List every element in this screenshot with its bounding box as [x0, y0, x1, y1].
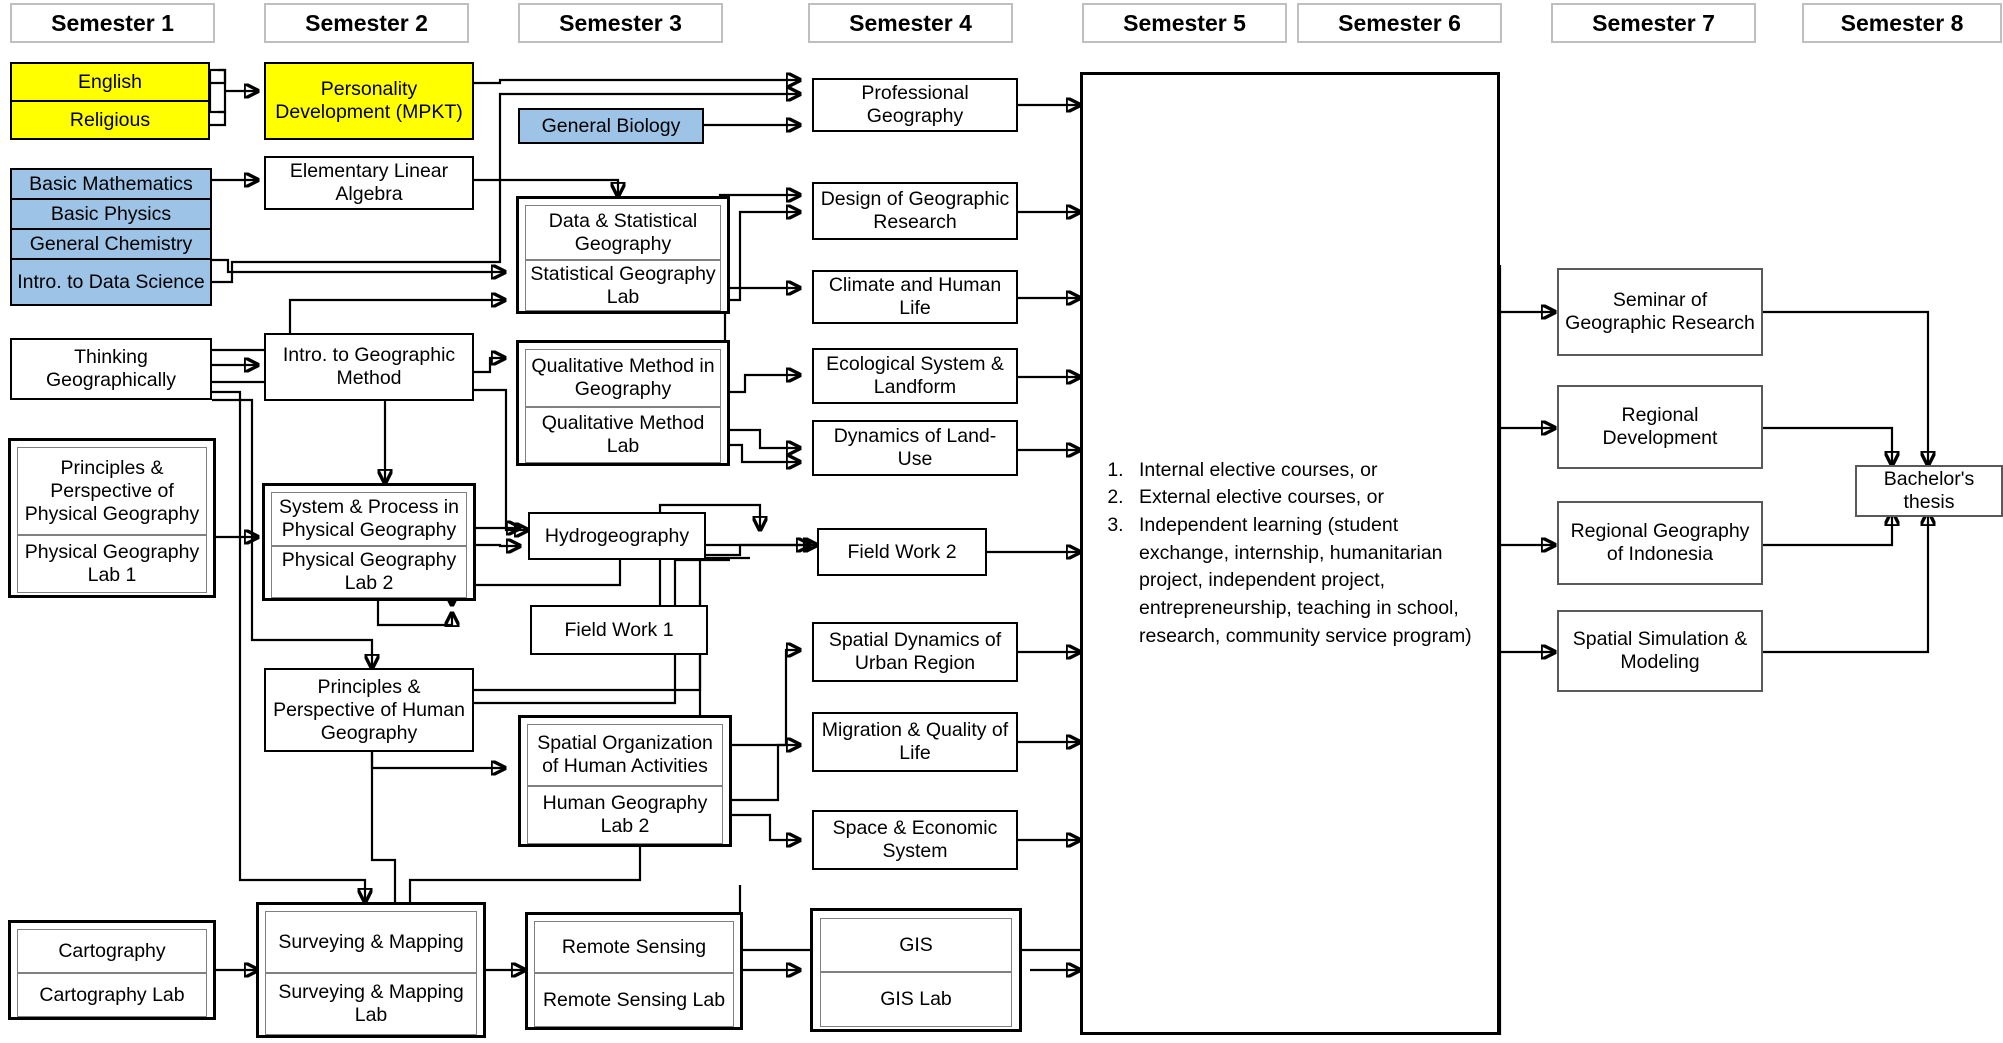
course-thinking-geographically[interactable]: Thinking Geographically: [10, 338, 212, 400]
course-surveying-mapping-lab[interactable]: Surveying & Mapping Lab: [265, 973, 477, 1035]
group-remote-sensing: Remote Sensing Remote Sensing Lab: [525, 912, 743, 1030]
elective-item-1: Internal elective courses, or: [1129, 457, 1479, 485]
course-elementary-linear-algebra[interactable]: Elementary Linear Algebra: [264, 156, 474, 210]
group-surveying-mapping: Surveying & Mapping Surveying & Mapping …: [256, 902, 486, 1038]
semester-header-6: Semester 6: [1297, 3, 1502, 43]
course-physical-geography-lab-2[interactable]: Physical Geography Lab 2: [271, 546, 467, 598]
course-general-chemistry[interactable]: General Chemistry: [10, 228, 212, 260]
group-qualitative-method: Qualitative Method in Geography Qualitat…: [516, 340, 730, 466]
group-statistical-geography: Data & Statistical Geography Statistical…: [516, 196, 730, 314]
semester-header-1: Semester 1: [10, 3, 215, 43]
course-qualitative-method-in-geography[interactable]: Qualitative Method in Geography: [525, 349, 721, 407]
course-gis[interactable]: GIS: [820, 918, 1012, 972]
group-physical-geography-s1: Principles & Perspective of Physical Geo…: [8, 438, 216, 598]
course-cartography-lab[interactable]: Cartography Lab: [17, 973, 207, 1017]
course-regional-development[interactable]: Regional Development: [1557, 385, 1763, 469]
course-ecological-system-landform[interactable]: Ecological System & Landform: [812, 348, 1018, 404]
semester-header-4: Semester 4: [808, 3, 1013, 43]
course-professional-geography[interactable]: Professional Geography: [812, 78, 1018, 132]
course-statistical-geography-lab[interactable]: Statistical Geography Lab: [525, 260, 721, 311]
course-hydrogeography[interactable]: Hydrogeography: [528, 512, 706, 560]
course-religious[interactable]: Religious: [10, 100, 210, 140]
course-design-geographic-research[interactable]: Design of Geographic Research: [812, 182, 1018, 240]
course-principles-perspective-human-geography[interactable]: Principles & Perspective of Human Geogra…: [264, 668, 474, 752]
course-remote-sensing[interactable]: Remote Sensing: [534, 921, 734, 973]
course-qualitative-method-lab[interactable]: Qualitative Method Lab: [525, 407, 721, 463]
course-field-work-1[interactable]: Field Work 1: [530, 605, 708, 655]
course-gis-lab[interactable]: GIS Lab: [820, 972, 1012, 1027]
group-cartography: Cartography Cartography Lab: [8, 920, 216, 1020]
course-english[interactable]: English: [10, 62, 210, 102]
elective-item-3: Independent learning (student exchange, …: [1129, 512, 1479, 650]
semester-header-8: Semester 8: [1802, 3, 2002, 43]
elective-list: Internal elective courses, or External e…: [1083, 457, 1497, 651]
group-human-geography-s3: Spatial Organization of Human Activities…: [518, 715, 732, 847]
course-field-work-2[interactable]: Field Work 2: [817, 528, 987, 576]
course-seminar-geographic-research[interactable]: Seminar of Geographic Research: [1557, 268, 1763, 356]
course-spatial-dynamics-urban-region[interactable]: Spatial Dynamics of Urban Region: [812, 622, 1018, 682]
course-bachelors-thesis[interactable]: Bachelor's thesis: [1855, 465, 2003, 517]
course-spatial-organization-human-activities[interactable]: Spatial Organization of Human Activities: [527, 724, 723, 786]
semester-header-5: Semester 5: [1082, 3, 1287, 43]
semester-header-2: Semester 2: [264, 3, 469, 43]
elective-item-2: External elective courses, or: [1129, 484, 1479, 512]
course-intro-data-science[interactable]: Intro. to Data Science: [10, 258, 212, 306]
course-space-economic-system[interactable]: Space & Economic System: [812, 810, 1018, 870]
semester-header-3: Semester 3: [518, 3, 723, 43]
course-cartography[interactable]: Cartography: [17, 929, 207, 973]
elective-panel: Internal elective courses, or External e…: [1080, 72, 1500, 1035]
group-physical-geography-s2: System & Process in Physical Geography P…: [262, 483, 476, 601]
course-surveying-mapping[interactable]: Surveying & Mapping: [265, 911, 477, 973]
course-personality-development[interactable]: Personality Development (MPKT): [264, 62, 474, 140]
course-basic-physics[interactable]: Basic Physics: [10, 198, 212, 230]
course-climate-human-life[interactable]: Climate and Human Life: [812, 270, 1018, 324]
course-physical-geography-lab-1[interactable]: Physical Geography Lab 1: [17, 535, 207, 593]
group-gis: GIS GIS Lab: [810, 908, 1022, 1032]
course-system-process-physical-geography[interactable]: System & Process in Physical Geography: [271, 492, 467, 546]
course-dynamics-land-use[interactable]: Dynamics of Land-Use: [812, 420, 1018, 476]
course-intro-geographic-method[interactable]: Intro. to Geographic Method: [264, 333, 474, 401]
course-general-biology[interactable]: General Biology: [518, 108, 704, 144]
course-data-statistical-geography[interactable]: Data & Statistical Geography: [525, 205, 721, 260]
course-migration-quality-of-life[interactable]: Migration & Quality of Life: [812, 712, 1018, 772]
course-principles-perspective-physical-geography[interactable]: Principles & Perspective of Physical Geo…: [17, 447, 207, 535]
course-remote-sensing-lab[interactable]: Remote Sensing Lab: [534, 973, 734, 1027]
course-human-geography-lab-2[interactable]: Human Geography Lab 2: [527, 786, 723, 844]
semester-header-7: Semester 7: [1551, 3, 1756, 43]
course-basic-mathematics[interactable]: Basic Mathematics: [10, 168, 212, 200]
course-spatial-simulation-modeling[interactable]: Spatial Simulation & Modeling: [1557, 610, 1763, 692]
course-regional-geography-indonesia[interactable]: Regional Geography of Indonesia: [1557, 501, 1763, 585]
